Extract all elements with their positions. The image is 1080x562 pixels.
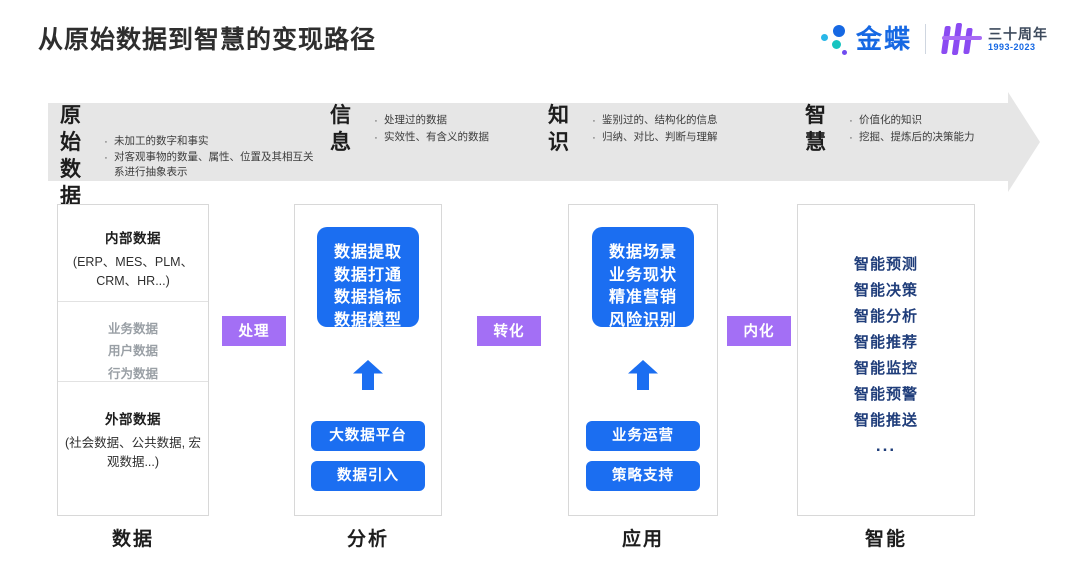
internal-data-sources: (ERP、MES、PLM、CRM、HR...) [72,255,194,289]
bullet-dot-icon: · [592,115,596,128]
bullet-dot-icon: · [592,131,596,144]
band-stage-raw-data: 原始数据 · 未加工的数字和事实 · 对客观事物的数量、属性、位置及其相互关系进行抽… [60,103,314,211]
connector-label: 处理 [222,316,286,346]
analysis-capability-box: 数据提取 数据打通 数据指标 数据模型 [317,227,419,329]
anniversary-mark-icon [939,22,983,56]
application-capability-box: 数据场景 业务现状 精准营销 风险识别 [592,227,694,329]
list-item-ellipsis: ... [875,435,897,455]
bullet-dot-icon: · [849,131,853,144]
anniversary-years: 1993-2023 [988,41,1036,52]
kingdee-dots-icon [818,22,852,56]
band-stage-title: 原始数据 [60,104,82,208]
internal-data-title: 内部数据 [105,231,161,246]
anniversary-badge: 三十周年 1993-2023 [939,22,1048,56]
column-data: 内部数据 (ERP、MES、PLM、CRM、HR...) 业务数据 用户数据 行… [57,204,209,516]
band-stage-title: 信息 [330,104,352,154]
band-bullet-text: 实效性、有含义的数据 [384,130,489,143]
band-bullet-text: 鉴别过的、结构化的信息 [602,114,718,127]
column-footer-intelligence: 智能 [864,529,907,550]
application-strategy-pill: 策略支持 [586,461,700,491]
column-footer-analysis: 分析 [346,529,389,550]
external-data-section: 外部数据 (社会数据、公共数据, 宏观数据...) [58,382,208,473]
bullet-dot-icon: · [374,115,378,128]
band-bullet-text: 未加工的数字和事实 [114,134,209,147]
band-bullet-text: 处理过的数据 [384,114,447,127]
brand-logo: 金蝶 三十周年 1993-2023 [818,20,1048,58]
column-intelligence [797,204,975,516]
bullet-dot-icon: · [849,115,853,128]
band-stage-wisdom: 智慧 · 价值化的知识 · 挖掘、提炼后的决策能力 [805,103,975,157]
page-title: 从原始数据到智慧的变现路径 [38,26,377,54]
list-item: 智能监控 [853,359,918,377]
anniversary-label: 三十周年 [988,25,1048,42]
column-footer-application: 应用 [621,529,664,550]
analysis-platform-pill: 大数据平台 [311,421,425,451]
connector-internalization: 内化 [727,316,791,346]
band-bullet-text: 挖掘、提炼后的决策能力 [859,130,975,143]
data-type-item: 行为数据 [107,366,158,381]
analysis-ingest-pill: 数据引入 [311,461,425,491]
logo-divider [925,24,926,54]
band-bullet-text: 价值化的知识 [859,114,922,127]
data-types-section: 业务数据 用户数据 行为数据 [58,302,208,382]
bullet-dot-icon: · [104,135,108,148]
list-item: 智能决策 [853,281,918,299]
band-bullet-text: 归纳、对比、判断与理解 [602,130,718,143]
connector-label: 内化 [727,316,791,346]
maturity-chevron-band [48,92,1040,192]
band-stage-title: 知识 [548,104,570,154]
band-bullet-text: 对客观事物的数量、属性、位置及其相互关系进行抽象表示 [114,151,314,179]
intelligence-capability-list: 智能预测 智能决策 智能分析 智能推荐 智能监控 智能预警 智能推送 ... [797,252,975,456]
band-stage-title: 智慧 [805,104,827,154]
data-type-item: 用户数据 [107,344,158,359]
bullet-dot-icon: · [374,131,378,144]
external-data-sources: (社会数据、公共数据, 宏观数据...) [64,436,202,470]
connector-processing: 处理 [222,316,286,346]
list-item: 智能推送 [853,411,918,429]
brand-name: 金蝶 [855,24,912,54]
internal-data-section: 内部数据 (ERP、MES、PLM、CRM、HR...) [58,205,208,302]
band-stage-information: 信息 · 处理过的数据 · 实效性、有含义的数据 [330,103,489,157]
column-footer-data: 数据 [111,529,154,550]
connector-transformation: 转化 [477,316,541,346]
band-stage-knowledge: 知识 · 鉴别过的、结构化的信息 · 归纳、对比、判断与理解 [548,103,718,157]
list-item: 智能分析 [853,307,918,325]
list-item: 智能预警 [853,385,918,403]
connector-label: 转化 [477,316,541,346]
data-type-item: 业务数据 [107,322,158,336]
application-operations-pill: 业务运营 [586,421,700,451]
list-item: 智能推荐 [853,333,918,351]
external-data-title: 外部数据 [105,412,161,427]
list-item: 智能预测 [853,256,918,273]
bullet-dot-icon: · [104,152,108,165]
